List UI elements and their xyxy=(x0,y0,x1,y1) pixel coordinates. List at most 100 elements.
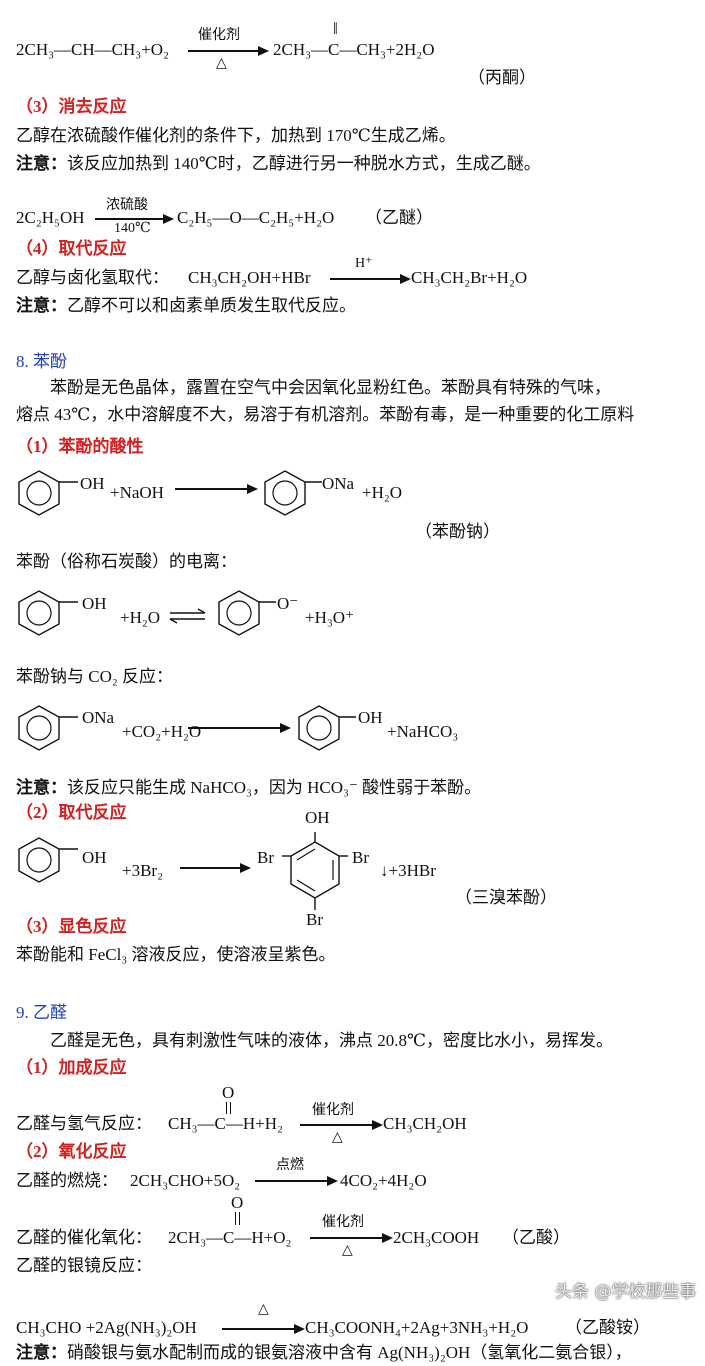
product: +NaHCO₃ xyxy=(387,722,459,741)
paragraph: 乙醛是无色，具有刺激性气味的液体，沸点 20.8℃，密度比水小，易挥发。 xyxy=(50,1031,614,1050)
section-title: 9. 乙醛 xyxy=(16,1003,67,1022)
equation-left: CH₃CH₂OH+HBr xyxy=(188,268,311,287)
heat-symbol: △ xyxy=(332,1130,343,1145)
note-text: 该反应只能生成 NaHCO₃，因为 HCO₃⁻ 酸性弱于苯酚。 xyxy=(67,778,482,797)
product-name: （丙酮） xyxy=(468,68,536,87)
reaction-arrow xyxy=(330,274,411,284)
double-bond xyxy=(235,1212,240,1225)
note-label: 注意： xyxy=(16,778,67,797)
benzene-ring-icon xyxy=(264,470,322,516)
equation-prefix: 乙醇与卤化氢取代： xyxy=(16,268,169,287)
note: 注意：该反应只能生成 NaHCO₃，因为 HCO₃⁻ 酸性弱于苯酚。 xyxy=(16,778,481,798)
equation-prefix: 乙醛的催化氧化： xyxy=(16,1228,152,1247)
paragraph: 苯酚能和 FeCl₃ 溶液反应，使溶液呈紫色。 xyxy=(16,945,336,964)
arrow-condition: 催化剂 xyxy=(322,1215,364,1230)
heading: （2）取代反应 xyxy=(16,803,127,822)
arrow-condition: 催化剂 xyxy=(198,28,240,43)
reagent: +H₂O xyxy=(120,608,161,627)
heat-symbol: △ xyxy=(258,1302,269,1317)
tribromophenol-structure-icon xyxy=(282,832,348,910)
carbonyl-oxygen: O xyxy=(231,1193,244,1212)
carbonyl-oxygen: O xyxy=(222,1083,235,1102)
reagent: +3Br₂ xyxy=(122,861,164,880)
heading: （4）取代反应 xyxy=(16,239,127,258)
note: 注意：乙醇不可以和卤素单质发生取代反应。 xyxy=(16,296,356,316)
double-bond xyxy=(226,1102,231,1114)
reaction-arrow xyxy=(222,1324,305,1334)
arrow-condition: 催化剂 xyxy=(312,1103,354,1118)
paragraph: 苯酚（俗称石炭酸）的电离： xyxy=(16,552,237,571)
product-name: （三溴苯酚） xyxy=(455,888,557,907)
group-label: Br xyxy=(306,910,323,929)
reagent: +NaOH xyxy=(110,483,164,502)
watermark: 头条 @学校那些事 xyxy=(555,1282,697,1302)
benzene-ring-icon xyxy=(18,837,78,883)
equation-left: CH₃CHO +2Ag(NH₃)₂OH xyxy=(16,1318,197,1337)
product: +H₃O⁺ xyxy=(305,608,355,627)
reaction-arrow xyxy=(95,214,174,224)
arrow-condition: 140℃ xyxy=(114,221,151,236)
equation-right: 2CH₃COOH xyxy=(393,1228,480,1247)
note-text: 乙醇不可以和卤素单质发生取代反应。 xyxy=(67,296,356,315)
group-label: OH xyxy=(358,708,383,727)
reaction-arrow xyxy=(188,723,291,733)
group-label: OH xyxy=(82,848,107,867)
reaction-arrow xyxy=(300,1120,383,1130)
group-label: OH xyxy=(82,594,107,613)
paragraph: 苯酚钠与 CO₂ 反应： xyxy=(16,667,174,686)
benzene-ring-icon xyxy=(18,590,78,636)
group-label: Br xyxy=(352,848,369,867)
note-label: 注意： xyxy=(16,1343,67,1362)
equation-right: CH₃CH₂Br+H₂O xyxy=(411,268,528,287)
paragraph: 乙醇在浓硫酸作催化剂的条件下，加热到 170℃生成乙烯。 xyxy=(16,126,456,145)
note: 注意：硝酸银与氨水配制而成的银氨溶液中含有 Ag(NH₃)₂OH（氢氧化二氨合银… xyxy=(16,1343,632,1363)
arrow-condition: 点燃 xyxy=(276,1158,304,1173)
double-bond: ‖ xyxy=(333,19,338,38)
equilibrium-arrow-icon xyxy=(169,608,206,624)
heading: （3）显色反应 xyxy=(16,917,127,936)
heading: （1）加成反应 xyxy=(16,1058,127,1077)
heading: （3）消去反应 xyxy=(16,97,127,116)
paragraph: 苯酚是无色晶体，露置在空气中会因氧化显粉红色。苯酚具有特殊的气味， xyxy=(50,378,611,397)
equation-right: 4CO₂+4H₂O xyxy=(340,1171,427,1190)
benzene-ring-icon xyxy=(298,705,356,751)
product-name: （苯酚钠） xyxy=(415,522,500,541)
heading: （2）氧化反应 xyxy=(16,1142,127,1161)
arrow-condition: H⁺ xyxy=(355,256,373,271)
reaction-arrow xyxy=(310,1233,393,1243)
equation-prefix: 乙醛与氢气反应： xyxy=(16,1114,152,1133)
paragraph: 乙醛的银镜反应： xyxy=(16,1256,152,1275)
heading: （1）苯酚的酸性 xyxy=(16,437,144,456)
product-name: （乙醚） xyxy=(365,208,433,227)
product: ↓+3HBr xyxy=(380,861,436,880)
reagent: +CO₂+H₂O xyxy=(122,722,202,741)
benzene-ring-icon xyxy=(218,590,276,636)
equation-left: 2CH₃CHO+5O₂ xyxy=(130,1171,241,1190)
note: 注意：该反应加热到 140℃时，乙醇进行另一种脱水方式，生成乙醚。 xyxy=(16,154,541,174)
group-label: OH xyxy=(305,808,330,827)
group-label: ONa xyxy=(322,474,355,493)
note-text: 硝酸银与氨水配制而成的银氨溶液中含有 Ag(NH₃)₂OH（氢氧化二氨合银）， xyxy=(67,1343,632,1362)
equation-right: 2CH₃—C—CH₃+2H₂O xyxy=(273,40,435,59)
paragraph: 熔点 43℃，水中溶解度不大，易溶于有机溶剂。苯酚有毒，是一种重要的化工原料 xyxy=(16,405,635,424)
benzene-ring-icon xyxy=(18,705,78,751)
heat-symbol: △ xyxy=(342,1243,353,1258)
equation-right: CH₃CH₂OH xyxy=(383,1114,467,1133)
note-text: 该反应加热到 140℃时，乙醇进行另一种脱水方式，生成乙醚。 xyxy=(67,154,541,173)
product: +H₂O xyxy=(362,483,403,502)
note-label: 注意： xyxy=(16,296,67,315)
reaction-arrow xyxy=(255,1176,338,1186)
equation-right: C₂H₅—O—C₂H₅+H₂O xyxy=(177,208,335,227)
product-name: （乙酸铵） xyxy=(565,1318,650,1337)
group-label: Br xyxy=(257,848,274,867)
equation-left: 2C₂H₅OH xyxy=(16,208,85,227)
reaction-arrow xyxy=(175,484,258,494)
product-name: （乙酸） xyxy=(502,1228,570,1247)
benzene-ring-icon xyxy=(18,470,78,516)
heat-symbol: △ xyxy=(216,56,227,71)
group-label: OH xyxy=(80,474,105,493)
equation-right: CH₃COONH₄+2Ag+3NH₃+H₂O xyxy=(305,1318,529,1337)
arrow-condition: 浓硫酸 xyxy=(106,198,148,213)
section-title: 8. 苯酚 xyxy=(16,352,67,371)
group-label: ONa xyxy=(82,708,115,727)
